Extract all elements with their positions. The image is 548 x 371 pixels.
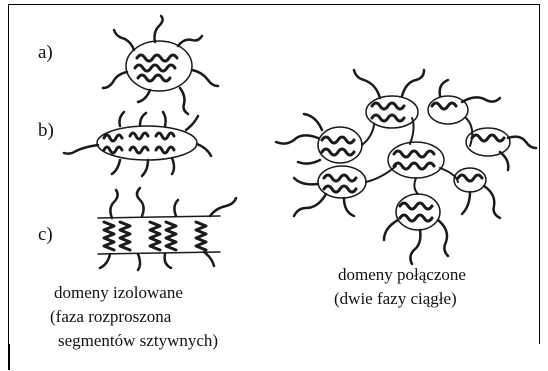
label-b: b): [38, 120, 54, 142]
domain-c: [98, 188, 236, 270]
label-c: c): [38, 224, 53, 246]
caption-connected-line2: (dwie fazy ciągłe): [334, 288, 457, 309]
domain-a: [103, 16, 218, 114]
caption-isolated-line3: segmentów sztywnych): [58, 330, 218, 351]
label-a: a): [38, 42, 53, 64]
caption-isolated-line1: domeny izolowane: [54, 282, 183, 303]
caption-isolated-line2: (faza rozproszona: [50, 306, 171, 327]
caption-connected-line1: domeny połączone: [338, 264, 466, 285]
domain-connected: [276, 70, 536, 264]
domain-b: [64, 112, 211, 176]
